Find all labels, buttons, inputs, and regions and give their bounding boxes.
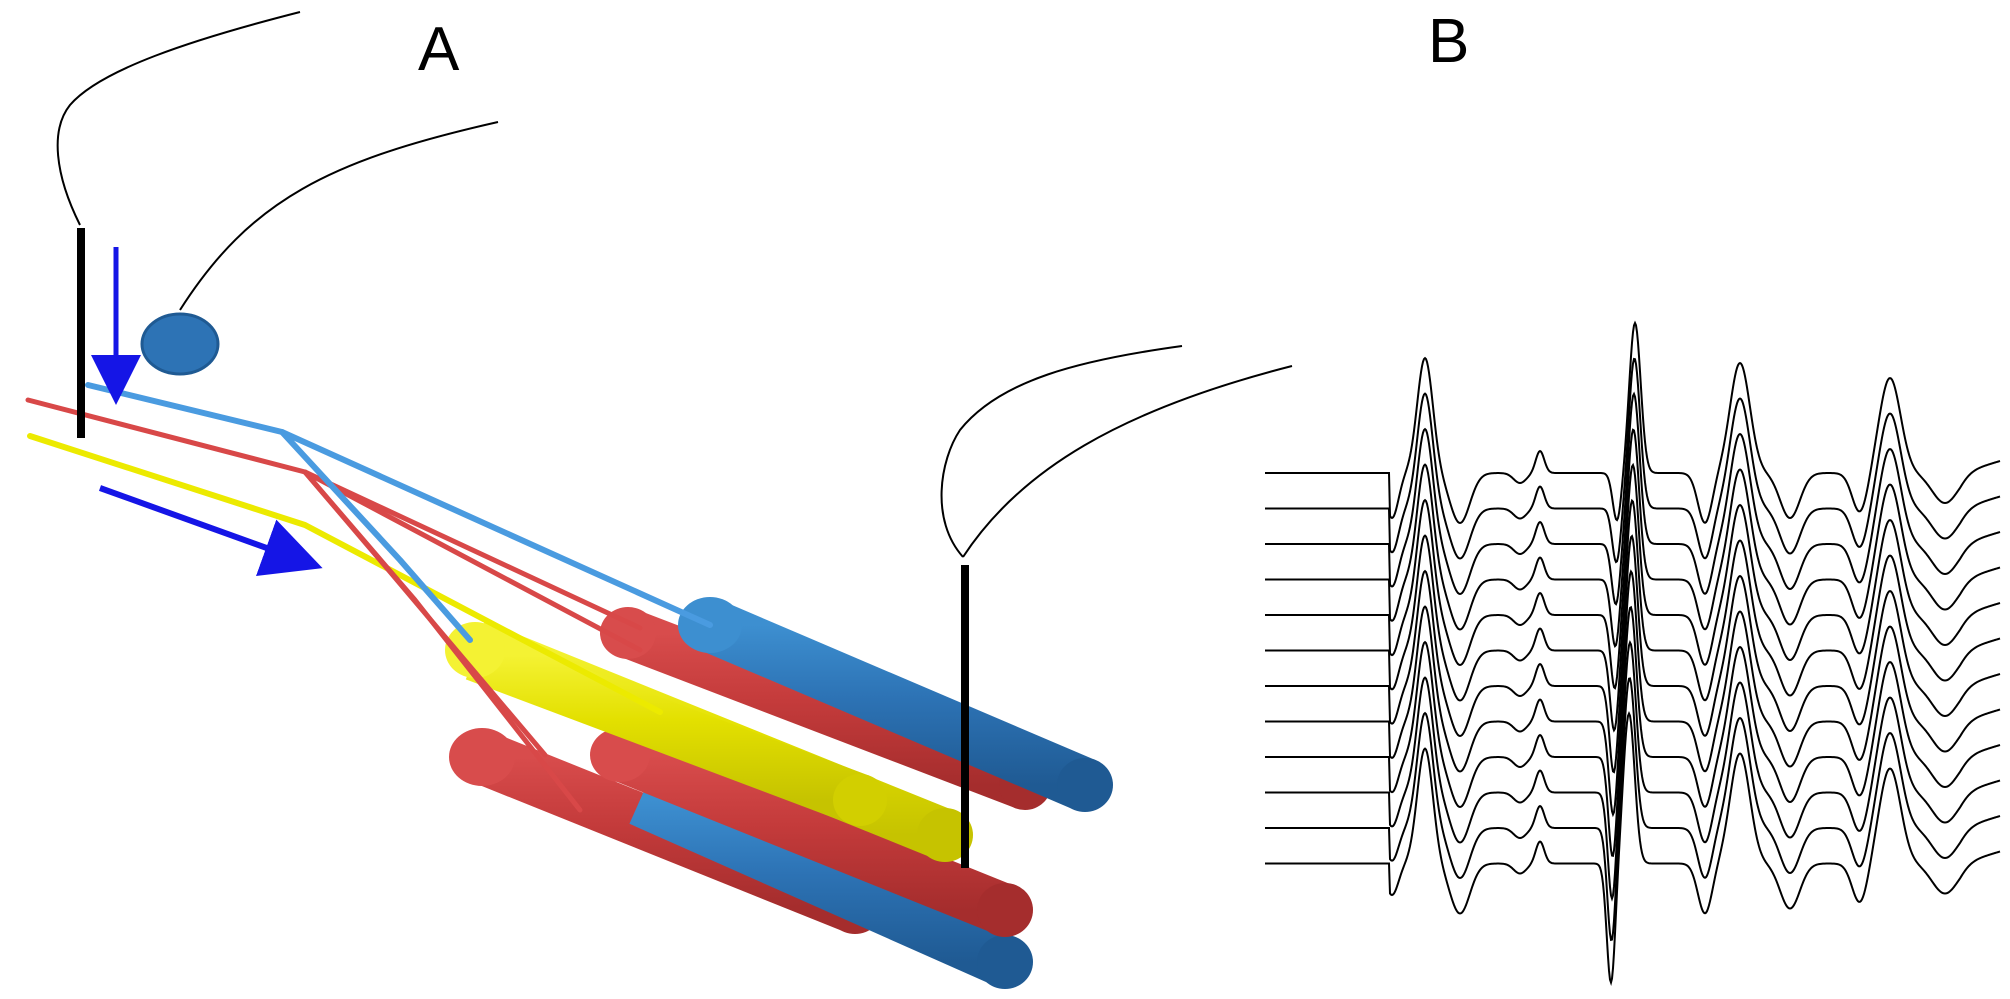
waveform-trace [1265,677,2001,942]
blue-fiber-bundle-top [678,597,1113,812]
panel-a-label: A [418,15,460,84]
waveform-trace [1265,605,2001,858]
waveform-trace [1265,320,2001,525]
stimulating-electrode-wire [179,121,499,311]
waveform-trace [1265,640,2001,902]
blue-fiber-bundle-bottom [629,776,1033,989]
waveform-trace [1265,462,2001,690]
recording-electrode-wire [56,11,301,226]
blue-fiber-path [85,382,713,643]
waveform-trace [1265,428,2001,649]
propagation-arrow [98,485,323,577]
right-electrode-wire-b [962,365,1293,558]
waveform-trace [1265,498,2001,733]
waveform-trace [1265,710,2001,987]
panel-b-traces [1265,320,2001,987]
waveform-trace [1265,357,2001,564]
red-fiber-paths [25,397,643,813]
right-electrode-wire-a [940,345,1183,558]
waveform-trace [1265,534,2001,774]
panel-a-diagram [25,11,1293,989]
panel-b-label: B [1428,7,1469,76]
yellow-fiber-bundle [445,620,973,862]
waveform-trace [1265,391,2001,606]
waveform-trace [1265,569,2001,818]
stimulating-electrode-tip [140,312,220,376]
